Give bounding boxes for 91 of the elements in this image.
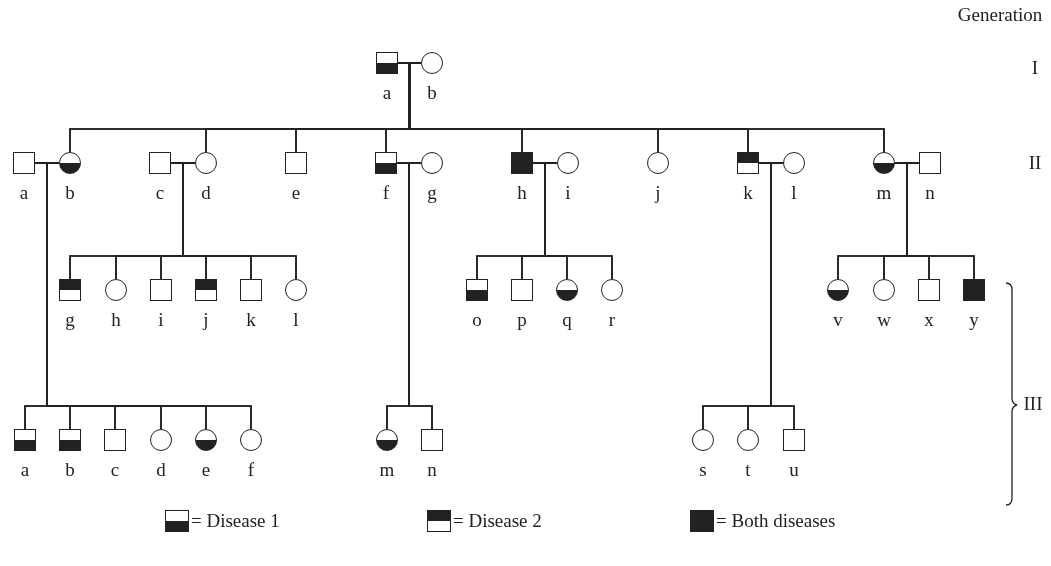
female-symbol — [737, 429, 759, 451]
female-symbol — [557, 152, 579, 174]
female-symbol — [59, 152, 81, 174]
male-symbol — [511, 279, 533, 301]
person-label: g — [65, 310, 75, 330]
person-label: c — [155, 183, 165, 203]
female-symbol — [285, 279, 307, 301]
person-label: p — [517, 310, 527, 330]
male-symbol — [59, 279, 81, 301]
legend-label: = Disease 2 — [453, 511, 542, 531]
legend-label: = Disease 1 — [191, 511, 280, 531]
person-label: a — [20, 460, 30, 480]
generation-heading: Generation — [957, 5, 1043, 25]
generation-numeral: I — [1031, 58, 1039, 78]
person-label: e — [291, 183, 301, 203]
person-label: h — [517, 183, 527, 203]
person-label: n — [427, 460, 437, 480]
person-label: d — [156, 460, 166, 480]
person-label: f — [247, 460, 255, 480]
male-symbol — [466, 279, 488, 301]
female-symbol — [873, 152, 895, 174]
female-symbol — [240, 429, 262, 451]
male-symbol — [376, 52, 398, 74]
person-label: e — [201, 460, 211, 480]
person-label: l — [293, 310, 299, 330]
person-label: b — [65, 183, 75, 203]
female-symbol — [556, 279, 578, 301]
male-symbol — [59, 429, 81, 451]
person-label: m — [379, 460, 395, 480]
male-symbol — [150, 279, 172, 301]
male-symbol — [421, 429, 443, 451]
person-label: j — [655, 183, 661, 203]
pedigree-line — [408, 162, 433, 430]
male-symbol — [14, 429, 36, 451]
female-symbol — [421, 52, 443, 74]
person-label: u — [789, 460, 799, 480]
female-symbol — [376, 429, 398, 451]
male-symbol — [195, 279, 217, 301]
male-symbol — [963, 279, 985, 301]
female-symbol — [150, 429, 172, 451]
person-label: a — [19, 183, 29, 203]
male-symbol — [285, 152, 307, 174]
person-label: t — [745, 460, 751, 480]
person-label: g — [427, 183, 437, 203]
pedigree-line — [770, 162, 795, 430]
female-symbol — [421, 152, 443, 174]
person-label: h — [111, 310, 121, 330]
person-label: f — [382, 183, 390, 203]
person-label: a — [382, 83, 392, 103]
person-label: n — [925, 183, 935, 203]
male-symbol — [919, 152, 941, 174]
person-label: d — [201, 183, 211, 203]
female-symbol — [873, 279, 895, 301]
female-symbol — [195, 429, 217, 451]
male-symbol — [737, 152, 759, 174]
person-label: i — [158, 310, 164, 330]
male-symbol — [511, 152, 533, 174]
person-label: q — [562, 310, 572, 330]
person-label: r — [608, 310, 616, 330]
female-symbol — [827, 279, 849, 301]
legend-label: = Both diseases — [716, 511, 836, 531]
person-label: v — [833, 310, 843, 330]
person-label: w — [877, 310, 891, 330]
generation-numeral: III — [1023, 394, 1043, 414]
female-symbol — [105, 279, 127, 301]
male-symbol — [13, 152, 35, 174]
person-label: y — [969, 310, 979, 330]
female-symbol — [783, 152, 805, 174]
person-label: x — [924, 310, 934, 330]
person-label: k — [246, 310, 256, 330]
male-symbol — [375, 152, 397, 174]
male-symbol — [918, 279, 940, 301]
female-symbol — [647, 152, 669, 174]
female-symbol — [195, 152, 217, 174]
person-label: b — [427, 83, 437, 103]
male-symbol — [104, 429, 126, 451]
person-label: i — [565, 183, 571, 203]
person-label: j — [203, 310, 209, 330]
male-symbol — [149, 152, 171, 174]
male-symbol — [240, 279, 262, 301]
person-label: m — [876, 183, 892, 203]
person-label: s — [699, 460, 707, 480]
generation-numeral: II — [1028, 153, 1042, 173]
person-label: k — [743, 183, 753, 203]
female-symbol — [601, 279, 623, 301]
male-symbol — [783, 429, 805, 451]
person-label: o — [472, 310, 482, 330]
person-label: b — [65, 460, 75, 480]
female-symbol — [692, 429, 714, 451]
person-label: l — [791, 183, 797, 203]
person-label: c — [110, 460, 120, 480]
